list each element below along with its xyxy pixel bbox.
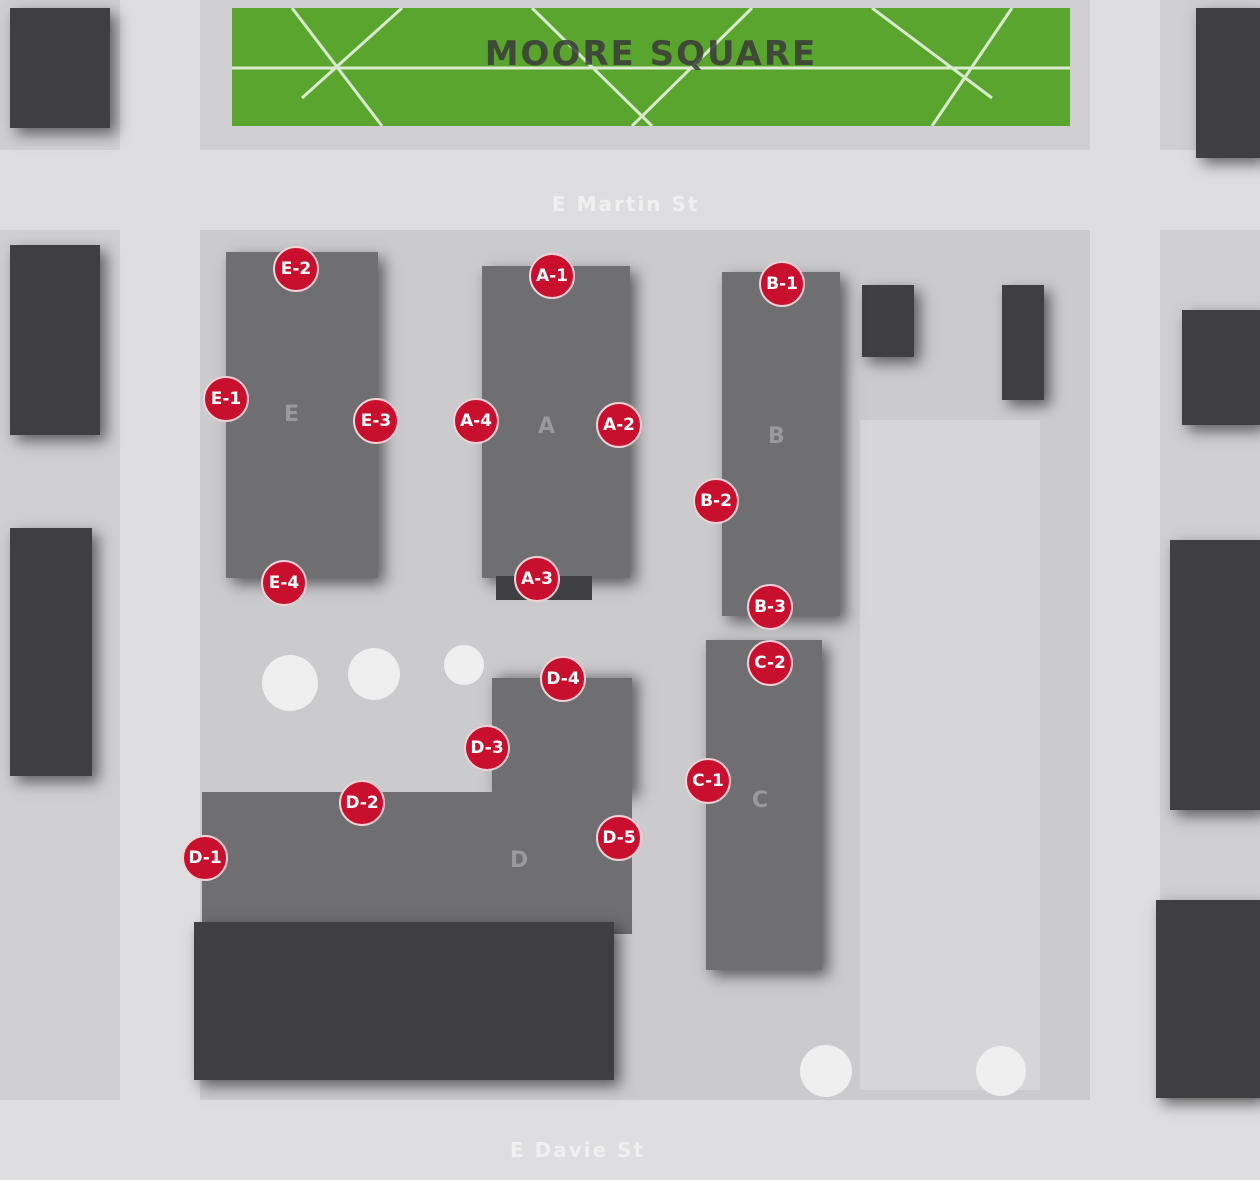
planter bbox=[262, 655, 318, 711]
lot-letter-e: E bbox=[284, 402, 300, 427]
small-building bbox=[862, 285, 914, 357]
street-vertical-right bbox=[1090, 0, 1160, 1180]
lot-letter-d: D bbox=[510, 848, 529, 873]
street-vertical-left bbox=[120, 0, 200, 1180]
building-d-lower bbox=[194, 922, 614, 1080]
lot-letter-b: B bbox=[768, 424, 785, 449]
neighbor-building bbox=[10, 8, 110, 128]
neighbor-building bbox=[10, 528, 92, 776]
building-c bbox=[706, 640, 822, 970]
building-d-main bbox=[202, 792, 632, 934]
neighbor-building bbox=[1182, 310, 1260, 425]
marker-b-1[interactable]: B-1 bbox=[759, 261, 805, 307]
marker-d-5[interactable]: D-5 bbox=[596, 815, 642, 861]
marker-c-2[interactable]: C-2 bbox=[747, 640, 793, 686]
lot-letter-a: A bbox=[538, 414, 556, 439]
marker-e-4[interactable]: E-4 bbox=[261, 560, 307, 606]
planter bbox=[800, 1045, 852, 1097]
park-label: MOORE SQUARE bbox=[484, 34, 818, 74]
marker-d-1[interactable]: D-1 bbox=[182, 835, 228, 881]
marker-a-4[interactable]: A-4 bbox=[453, 398, 499, 444]
small-building bbox=[1002, 285, 1044, 400]
marker-b-2[interactable]: B-2 bbox=[693, 478, 739, 524]
street-label-bottom: E Davie St bbox=[510, 1138, 646, 1162]
planter bbox=[444, 645, 484, 685]
marker-a-1[interactable]: A-1 bbox=[529, 253, 575, 299]
street-horizontal-top bbox=[0, 150, 1260, 230]
marker-e-3[interactable]: E-3 bbox=[353, 398, 399, 444]
street-label-top: E Martin St bbox=[552, 192, 700, 216]
planter bbox=[976, 1046, 1026, 1096]
neighbor-building bbox=[1196, 8, 1260, 158]
neighbor-building bbox=[1156, 900, 1260, 1098]
building-b bbox=[722, 272, 840, 616]
plaza-area bbox=[860, 420, 1040, 1090]
planter bbox=[348, 648, 400, 700]
marker-d-4[interactable]: D-4 bbox=[540, 656, 586, 702]
moore-square-park: MOORE SQUARE bbox=[232, 8, 1070, 126]
park-paths bbox=[232, 8, 1070, 126]
marker-a-3[interactable]: A-3 bbox=[514, 556, 560, 602]
lot-letter-c: C bbox=[752, 788, 769, 813]
neighbor-building bbox=[1170, 540, 1260, 810]
building-e bbox=[226, 252, 378, 578]
marker-e-2[interactable]: E-2 bbox=[273, 246, 319, 292]
street-horizontal-bottom bbox=[0, 1100, 1260, 1180]
neighbor-building bbox=[10, 245, 100, 435]
marker-d-2[interactable]: D-2 bbox=[339, 780, 385, 826]
marker-d-3[interactable]: D-3 bbox=[464, 725, 510, 771]
marker-e-1[interactable]: E-1 bbox=[203, 376, 249, 422]
marker-c-1[interactable]: C-1 bbox=[685, 758, 731, 804]
marker-a-2[interactable]: A-2 bbox=[596, 402, 642, 448]
marker-b-3[interactable]: B-3 bbox=[747, 584, 793, 630]
